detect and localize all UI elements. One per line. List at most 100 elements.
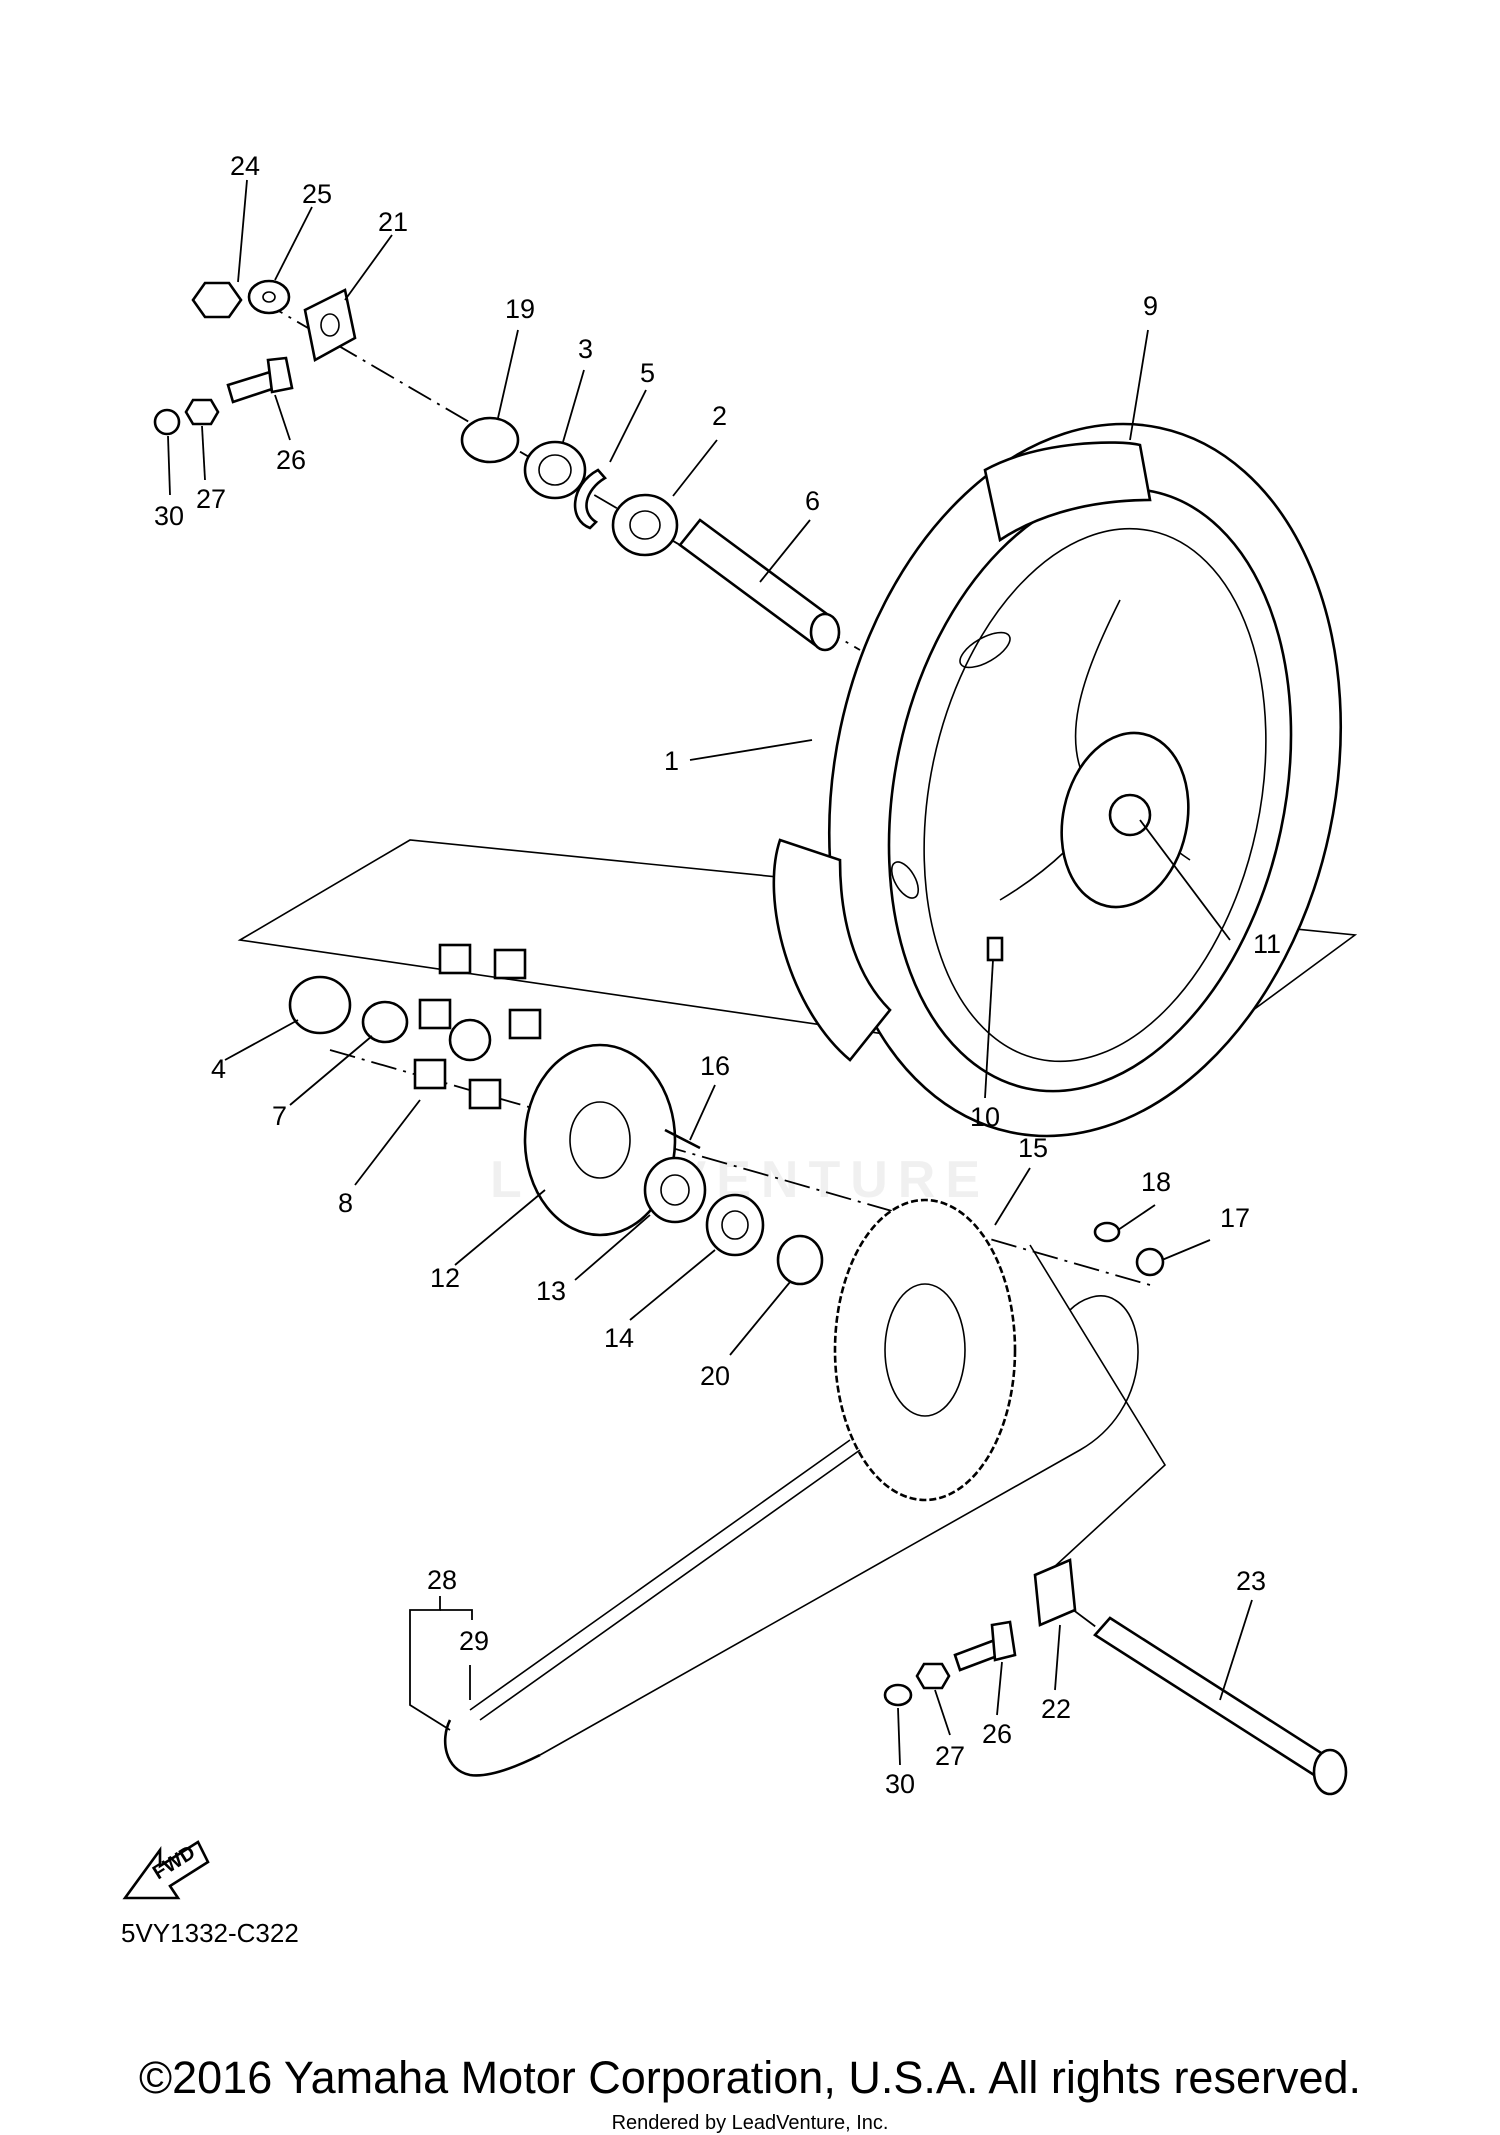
washer-25 — [247, 279, 291, 315]
callout-5: 5 — [640, 358, 655, 388]
damper-8 — [413, 943, 542, 1110]
spacer-6-end — [809, 612, 841, 652]
leader-26u — [274, 394, 291, 441]
sprocket-and-chain — [443, 1198, 1165, 1777]
bearing-13 — [643, 1156, 707, 1224]
callout-27-upper: 27 — [196, 484, 226, 514]
rendered-by-notice: Rendered by LeadVenture, Inc. — [611, 2112, 889, 2134]
damper-8-block-1 — [438, 943, 472, 975]
callout-15: 15 — [1018, 1133, 1048, 1163]
callout-13: 13 — [536, 1276, 566, 1306]
callout-1: 1 — [664, 746, 679, 776]
lower-parts — [883, 1558, 1348, 1796]
callout-26-lower: 26 — [982, 1719, 1012, 1749]
clutch-hub-12 — [523, 1043, 677, 1237]
circlip-5 — [573, 468, 608, 530]
sprocket-15-center — [884, 1283, 966, 1417]
callout-23: 23 — [1236, 1566, 1266, 1596]
callout-18: 18 — [1141, 1167, 1171, 1197]
rim-inner — [923, 527, 1267, 1063]
axle-23 — [1093, 1616, 1342, 1784]
nut-27-lower — [915, 1662, 951, 1690]
leader-28 — [409, 1596, 451, 1731]
callout-2: 2 — [712, 401, 727, 431]
stud-16 — [664, 1128, 701, 1150]
fwd-arrow-icon: FWD — [122, 1840, 210, 1900]
copyright-notice: ©2016 Yamaha Motor Corporation, U.S.A. A… — [138, 2052, 1362, 2103]
sprocket-assembly-frame — [1029, 1244, 1167, 1581]
damper-8-center — [448, 1018, 492, 1062]
leader-3 — [562, 369, 585, 443]
callout-9: 9 — [1143, 291, 1158, 321]
callout-29: 29 — [459, 1626, 489, 1656]
leader-26l — [996, 1661, 1003, 1716]
callout-28: 28 — [427, 1565, 457, 1595]
leader-27l — [934, 1689, 951, 1736]
upper-parts — [153, 279, 841, 652]
callout-labels: 24 25 21 19 3 5 2 6 9 30 27 26 1 11 4 7 … — [154, 151, 1281, 1799]
oil-seal-3 — [523, 440, 587, 500]
oil-seal-3-inner — [538, 454, 572, 486]
chain-lower-run — [539, 1295, 1139, 1756]
oil-seal-14-inner — [721, 1210, 749, 1240]
axis-line-lower — [329, 1049, 1151, 1286]
callout-4: 4 — [211, 1054, 226, 1084]
callout-24: 24 — [230, 151, 260, 181]
leader-13 — [574, 1214, 651, 1281]
leader-4 — [224, 1019, 299, 1061]
bolt-26-lower-head — [990, 1620, 1017, 1662]
callout-6: 6 — [805, 486, 820, 516]
axle-23-head — [1312, 1748, 1348, 1796]
bearing-2-inner — [629, 510, 661, 540]
clutch-hub-12-boss — [569, 1101, 631, 1179]
callout-14: 14 — [604, 1323, 634, 1353]
damper-8-block-5 — [413, 1058, 447, 1090]
callout-27-lower: 27 — [935, 1741, 965, 1771]
leader-30l — [897, 1707, 901, 1766]
oil-seal-14 — [705, 1193, 765, 1257]
leader-24 — [237, 179, 248, 283]
leader-15 — [994, 1167, 1031, 1226]
callout-20: 20 — [700, 1361, 730, 1391]
hub-center — [1108, 793, 1152, 837]
leader-5 — [609, 389, 647, 463]
nut-27-upper — [184, 398, 220, 426]
plate-22 — [1033, 1558, 1077, 1627]
washer-25-hole — [262, 291, 276, 303]
leader-28b — [440, 1609, 473, 1620]
callout-10: 10 — [970, 1102, 1000, 1132]
fwd-arrow-shape — [122, 1840, 210, 1900]
leader-2 — [672, 439, 718, 497]
leader-9 — [1129, 329, 1149, 441]
wheel-and-tire — [772, 422, 1343, 1138]
callout-22: 22 — [1041, 1694, 1071, 1724]
leader-8 — [354, 1099, 421, 1186]
washer-30-lower — [883, 1683, 913, 1707]
callout-3: 3 — [578, 334, 593, 364]
callout-26-upper: 26 — [276, 445, 306, 475]
bearing-4 — [288, 975, 352, 1035]
collar-20 — [776, 1234, 824, 1286]
leader-18 — [1117, 1204, 1156, 1231]
plate-21 — [303, 288, 357, 362]
nut-17 — [1135, 1247, 1165, 1277]
leader-25 — [274, 206, 313, 281]
callout-30-upper: 30 — [154, 501, 184, 531]
leader-20 — [729, 1281, 791, 1356]
leader-11 — [1139, 819, 1231, 941]
bolt-26-upper — [226, 370, 277, 404]
chain-upper-run — [469, 1439, 861, 1721]
damper-8-block-2 — [493, 948, 527, 980]
washer-30-upper — [153, 408, 181, 436]
leader-1 — [689, 739, 813, 761]
damper-8-block-6 — [468, 1078, 502, 1110]
bearing-2 — [611, 493, 679, 557]
callout-30-lower: 30 — [885, 1769, 915, 1799]
bearing-13-inner — [660, 1174, 690, 1206]
sprocket-15 — [833, 1198, 1017, 1502]
nut-24 — [191, 281, 243, 319]
hub-parts — [288, 943, 824, 1286]
diagram-code: 5VY1332-C322 — [121, 1918, 299, 1948]
valve — [986, 936, 1004, 962]
